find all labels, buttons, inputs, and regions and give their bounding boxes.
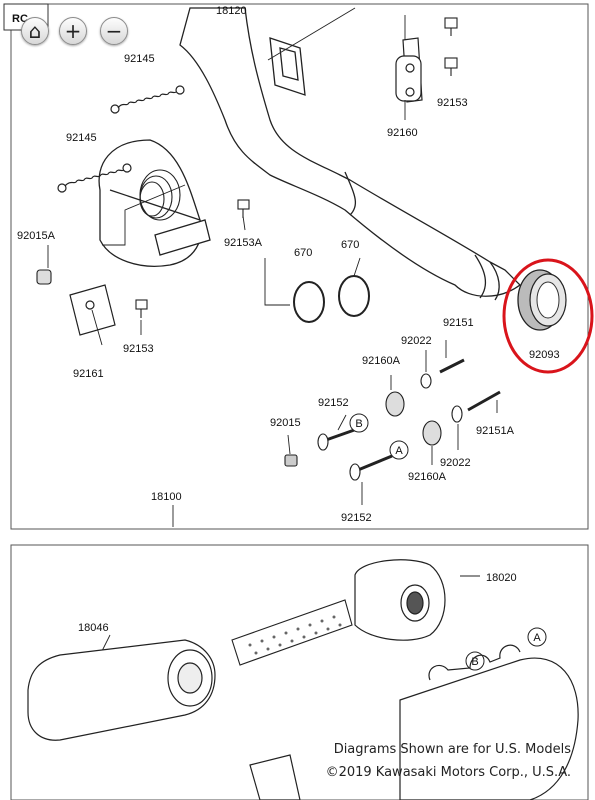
silencer-diagram-frame	[10, 544, 589, 800]
part-label-92153-top: 92153	[437, 97, 468, 109]
spring-mid-92145	[57, 163, 132, 193]
o-ring-670-b	[338, 275, 370, 317]
part-label-92153-low: 92153	[123, 343, 154, 355]
packing-18046	[27, 639, 216, 741]
part-label-18100: 18100	[151, 491, 182, 503]
bolt-92153-low	[135, 299, 148, 318]
silencer-cap-18020	[354, 559, 446, 641]
part-label-670-a: 670	[294, 247, 312, 259]
disclaimer-text: Diagrams Shown are for U.S. Models	[333, 742, 571, 757]
callout-a2-text: A	[533, 632, 541, 644]
part-label-92022-low: 92022	[440, 457, 471, 469]
part-label-92160A-top: 92160A	[362, 355, 401, 367]
part-label-18046: 18046	[78, 622, 109, 634]
gasket-92093	[517, 269, 567, 331]
part-label-92015A: 92015A	[17, 230, 56, 242]
zoom-out-icon: −	[105, 19, 123, 43]
callout-a2: A	[527, 627, 547, 647]
callout-a1-text: A	[395, 445, 403, 457]
part-label-92145-top: 92145	[124, 53, 155, 65]
part-label-92153A: 92153A	[224, 237, 263, 249]
part-labels: 18120 92145 92145 92153 92160 92015A 921…	[17, 5, 560, 634]
bolt-92153A	[237, 199, 250, 218]
silencer-body	[249, 644, 579, 800]
copyright-text: ©2019 Kawasaki Motors Corp., U.S.A.	[325, 765, 571, 780]
o-ring-670-a	[293, 281, 325, 323]
callout-b2-text: B	[471, 656, 478, 668]
zoom-in-icon: +	[64, 19, 82, 43]
part-label-18120: 18120	[216, 5, 247, 17]
part-label-92151A: 92151A	[476, 425, 515, 437]
part-label-18020: 18020	[486, 572, 517, 584]
spring-top-92145	[110, 85, 185, 114]
highlight-circle	[502, 258, 594, 374]
upper-diagram-frame	[10, 3, 589, 530]
bracket-92161	[69, 284, 116, 336]
spring-chamber	[139, 169, 181, 221]
part-label-92151: 92151	[443, 317, 474, 329]
callout-a1: A	[389, 440, 409, 460]
part-label-92160A-low: 92160A	[408, 471, 447, 483]
part-label-92161: 92161	[73, 368, 104, 380]
part-label-92152-low: 92152	[341, 512, 372, 524]
perforated-tube	[231, 599, 353, 666]
callout-b1: B	[349, 413, 369, 433]
part-label-670-b: 670	[341, 239, 359, 251]
leader-lines	[47, 7, 498, 656]
part-label-92015: 92015	[270, 417, 301, 429]
part-label-92160: 92160	[387, 127, 418, 139]
bracket-92160	[395, 37, 423, 103]
home-button[interactable]: ⌂	[21, 17, 49, 45]
hardware-cluster	[284, 358, 501, 481]
part-label-92152-top: 92152	[318, 397, 349, 409]
zoom-in-button[interactable]: +	[59, 17, 87, 45]
zoom-out-button[interactable]: −	[100, 17, 128, 45]
bolt-92153-top	[444, 17, 458, 76]
part-label-92145-mid: 92145	[66, 132, 97, 144]
home-icon: ⌂	[28, 19, 42, 43]
part-label-92022-top: 92022	[401, 335, 432, 347]
grommet-92015A	[36, 269, 52, 285]
part-label-92093: 92093	[529, 349, 560, 361]
callout-b1-text: B	[355, 418, 362, 430]
